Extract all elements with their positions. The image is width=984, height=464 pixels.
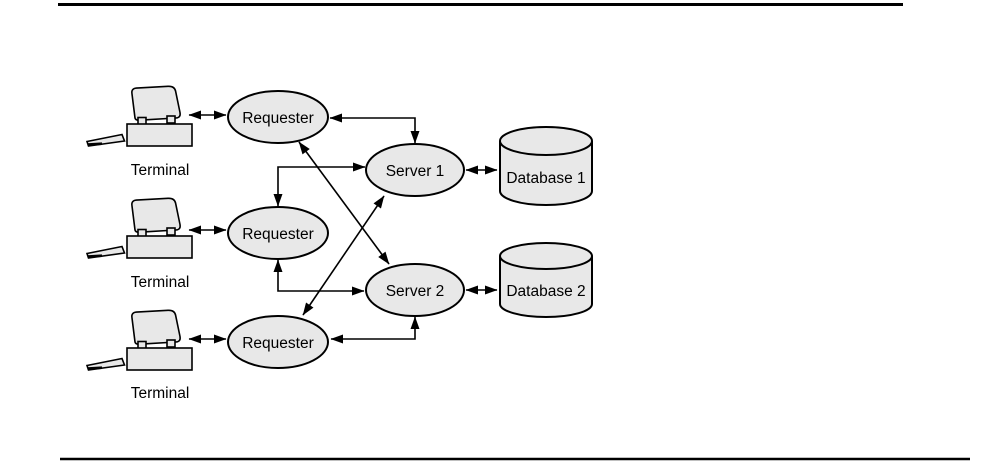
terminal-node-2: Terminal [85, 196, 194, 291]
server-2-shape [365, 263, 465, 317]
database-1-body [499, 141, 593, 206]
requester-node-3: Requester [227, 315, 329, 369]
server-1-label: Server 1 [386, 163, 445, 180]
terminal-2-label: Terminal [131, 274, 190, 291]
requester-node-2: Requester [227, 206, 329, 260]
database-2-body [499, 256, 593, 318]
requester-1-label: Requester [242, 110, 314, 127]
requester-node-1: Requester [227, 90, 329, 144]
terminal-node-3: Terminal [85, 308, 194, 402]
server-node-2: Server 2 [365, 263, 465, 317]
terminal-icon [85, 196, 194, 260]
requester-1-shape [227, 90, 329, 144]
database-2-top [499, 242, 593, 270]
database-1-top [499, 126, 593, 156]
database-node-2: Database 2 [499, 242, 593, 318]
terminal-icon [85, 308, 194, 372]
edge-requester3-server2 [330, 316, 420, 344]
terminal-icon [85, 84, 194, 148]
requester-3-label: Requester [242, 335, 314, 352]
server-2-label: Server 2 [386, 283, 445, 300]
terminal-1-label: Terminal [131, 162, 190, 179]
terminal-3-label: Terminal [131, 385, 190, 402]
server-1-shape [365, 143, 465, 197]
requester-2-shape [227, 206, 329, 260]
requester-2-label: Requester [242, 226, 314, 243]
terminal-node-1: Terminal [85, 84, 194, 179]
requester-3-shape [227, 315, 329, 369]
edge-requester1-server2 [298, 141, 390, 265]
edge-requester2-server2 [273, 259, 365, 296]
database-1-label: Database 1 [506, 170, 585, 187]
database-node-1: Database 1 [499, 126, 593, 206]
database-2-label: Database 2 [506, 283, 585, 300]
server-node-1: Server 1 [365, 143, 465, 197]
edge-requester1-server1 [329, 113, 420, 144]
